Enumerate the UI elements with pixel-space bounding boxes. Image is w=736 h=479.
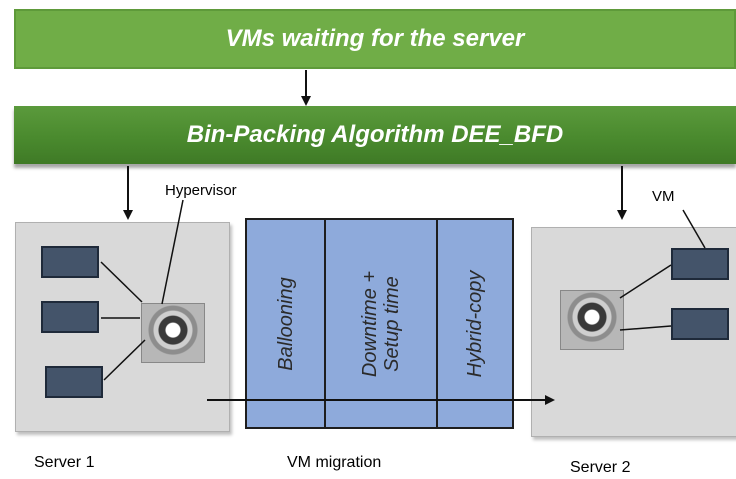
server-2-box: [531, 227, 736, 437]
vm-link: [619, 264, 672, 299]
vm-pointer: [682, 209, 706, 249]
vm-migration-box: Ballooning Downtime + Setup time Hybrid-…: [245, 218, 514, 429]
hypervisor-gear-icon: [560, 290, 624, 350]
vms-waiting-banner: VMs waiting for the server: [14, 9, 736, 69]
vm-block: [671, 308, 729, 340]
server-1-label: Server 1: [34, 454, 95, 471]
server-2-label: Server 2: [570, 459, 631, 476]
vm-migration-label: VM migration: [287, 454, 382, 471]
vm-link: [100, 261, 143, 303]
hypervisor-gear-icon: [141, 303, 205, 363]
vms-waiting-title: VMs waiting for the server: [225, 25, 525, 52]
vm-link: [103, 339, 146, 381]
hypervisor-pointer: [161, 199, 184, 305]
vm-block: [41, 301, 99, 333]
vm-block: [45, 366, 103, 398]
algorithm-title: Bin-Packing Algorithm DEE_BFD: [186, 121, 564, 148]
downtime-column: Downtime + Setup time: [326, 220, 438, 427]
server-1-box: [15, 222, 230, 432]
vm-link: [619, 325, 672, 331]
vm-label: VM: [652, 188, 675, 205]
ballooning-column: Ballooning: [247, 220, 326, 427]
algorithm-banner: Bin-Packing Algorithm DEE_BFD: [14, 106, 736, 164]
hypervisor-label: Hypervisor: [165, 182, 237, 199]
vm-block: [41, 246, 99, 278]
vm-block: [671, 248, 729, 280]
